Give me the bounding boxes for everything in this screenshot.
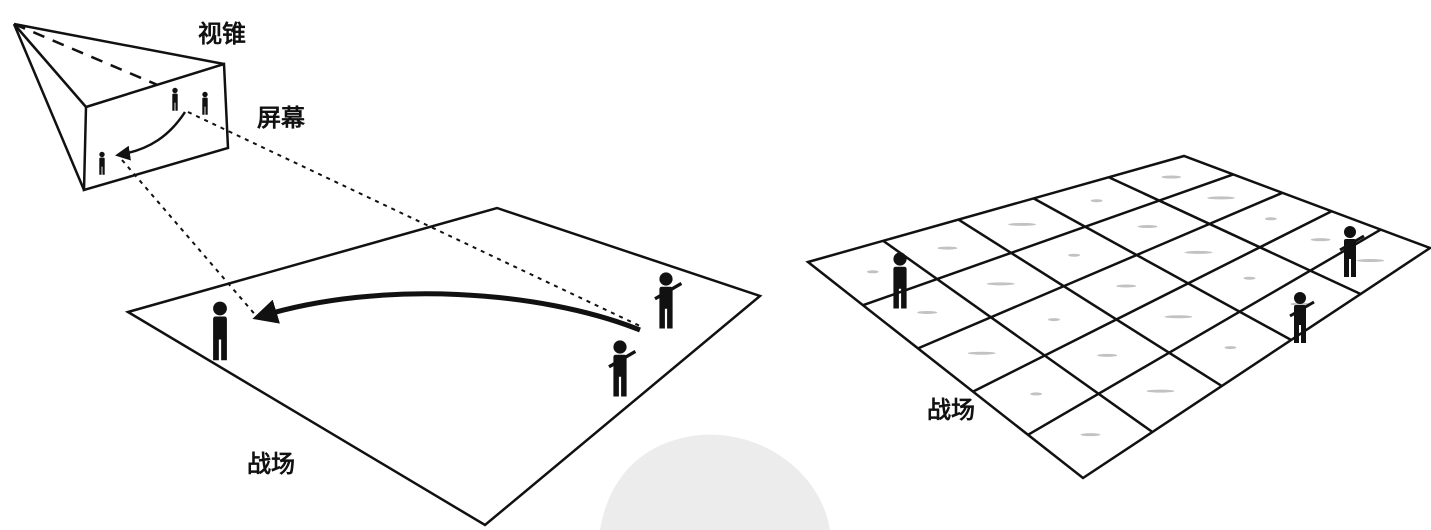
screen-box (82, 62, 230, 192)
grid-cell-mark (1310, 238, 1331, 242)
grid-cell-mark (1030, 392, 1043, 396)
grid-cell-mark (1097, 353, 1118, 357)
battlefield-unit-rifleman-1 (654, 272, 683, 329)
grid-cell-mark (1184, 250, 1213, 254)
grid-cell-mark (1243, 276, 1256, 280)
grid-cell-mark (1264, 217, 1277, 221)
grid-cell-mark (1224, 346, 1237, 350)
grid-cell-mark (1146, 389, 1175, 393)
grid-unit-2 (1339, 226, 1365, 277)
grid-cell-mark (1080, 433, 1101, 437)
grid-row-line (862, 173, 1234, 307)
grid-col-line (882, 239, 1154, 434)
screen-move-arrow (115, 111, 187, 161)
grid-col-line (1108, 176, 1362, 296)
grid-row-line (917, 191, 1283, 350)
grid-cell-mark (1290, 302, 1311, 306)
grid-unit-3 (1289, 292, 1315, 343)
frustum-label: 视锥 (198, 20, 246, 48)
grid-cell-marks (866, 175, 1385, 437)
battlefield-label-left: 战场 (247, 450, 295, 478)
grid-cell-mark (1137, 225, 1158, 229)
grid-cell-mark (917, 310, 938, 314)
projection-lines (121, 111, 641, 327)
watermark-shape (600, 434, 830, 530)
screen-label: 屏幕 (257, 104, 305, 132)
grid-cell-mark (1164, 315, 1193, 319)
grid-lines (862, 173, 1382, 436)
grid-cell-mark (1356, 259, 1385, 263)
left-panel (12, 22, 763, 527)
grid-col-line (1032, 197, 1292, 342)
grid-cell-mark (967, 351, 996, 355)
grid-cell-mark (1116, 284, 1137, 288)
grid-cell-mark (937, 246, 958, 250)
grid-cell-mark (1090, 199, 1103, 203)
battlefield-label-right: 战场 (927, 396, 975, 424)
battlefield-plane-left (124, 206, 763, 527)
grid-row-line (1027, 228, 1382, 436)
grid-cell-mark (1047, 318, 1060, 322)
battlefield-move-arrow (252, 291, 641, 333)
right-panel (805, 154, 1431, 480)
grid-cell-mark (1161, 175, 1182, 179)
grid-cell-mark (866, 270, 879, 274)
battlefield-unit-rifleman-2 (608, 340, 637, 397)
view-frustum (12, 22, 225, 191)
grid-cell-mark (1068, 253, 1081, 257)
grid-row-line (972, 210, 1333, 393)
grid-cell-mark (1008, 222, 1037, 226)
grid-cell-mark (1207, 196, 1236, 200)
grid-col-line (957, 218, 1223, 388)
grid-cell-mark (986, 282, 1015, 286)
